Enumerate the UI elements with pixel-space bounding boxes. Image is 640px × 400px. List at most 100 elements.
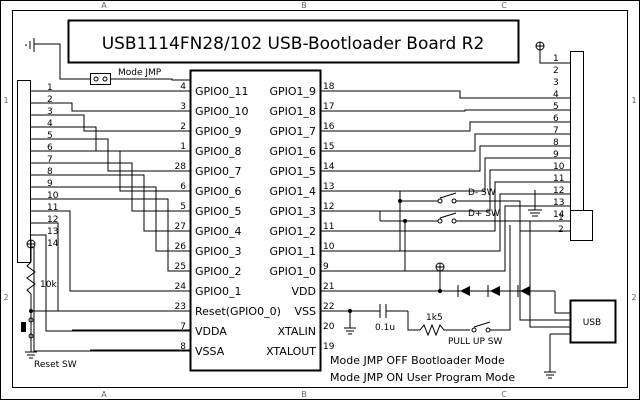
left-connector-pin-label: 14: [47, 239, 59, 249]
chip-pin-number: 13: [323, 182, 334, 192]
right-connector-pin-label: 10: [553, 162, 565, 172]
chip-pin-name: GPIO1_2: [269, 225, 316, 238]
mode-jumper: [90, 73, 111, 85]
note-line-1: Mode JMP OFF Bootloader Mode: [330, 354, 505, 367]
right-wire: [321, 157, 570, 192]
chip-pin-name: GPIO0_6: [195, 185, 242, 198]
left-wire: [30, 102, 190, 112]
chip-pin-labels: GPIO0_114GPIO0_103GPIO0_92GPIO0_81GPIO0_…: [175, 82, 335, 358]
right-wire: [321, 90, 570, 99]
chip-pin-name: GPIO0_8: [195, 145, 242, 158]
ground-icon: [344, 311, 356, 335]
pull-up-sw-label: PULL UP SW: [448, 337, 502, 347]
vdd-icon: [435, 262, 445, 272]
title: USB1114FN28/102 USB-Bootloader Board R2: [102, 34, 485, 54]
right-connector-pin-label: 4: [553, 90, 559, 100]
mcu-chip: [189, 69, 322, 372]
chip-pin-name: VDDA: [195, 325, 227, 338]
right-wire: [321, 121, 570, 132]
usb-label: USB: [583, 318, 601, 328]
chip-pin-number: 17: [323, 102, 334, 112]
chip-pin-name: GPIO1_1: [269, 245, 316, 258]
right-wire: [321, 145, 570, 172]
chip-pin-name: GPIO0_1: [195, 285, 242, 298]
wire-pull-up: [490, 225, 511, 331]
chip-pin-name: GPIO0_10: [195, 105, 249, 118]
left-connector: [17, 80, 31, 263]
chip-pin-number: 5: [180, 202, 186, 212]
vdd-icon: [535, 41, 545, 51]
chip-pin-name: VSS: [295, 305, 317, 318]
chip-pin-number: 27: [175, 222, 186, 232]
chip-pin-name: GPIO1_4: [269, 185, 316, 198]
chip-pin-number: 26: [175, 242, 187, 252]
right-wire: [321, 109, 570, 112]
d-plus-switch: [437, 212, 457, 224]
chip-pin-name: Reset(GPIO0_0): [195, 305, 281, 318]
wire-d-minus: [321, 190, 401, 201]
chip-pin-name: GPIO0_11: [195, 85, 249, 98]
wire-mode-jmp-gnd: [34, 43, 90, 80]
chip-pin-number: 21: [323, 282, 334, 292]
right-connector-pin-label: 8: [553, 138, 559, 148]
ground-icon: [528, 190, 542, 217]
left-connector-pin-label: 13: [47, 227, 58, 237]
grid-row-2-right: 2: [631, 293, 636, 302]
chip-pin-number: 6: [180, 182, 186, 192]
left-connector-pin-label: 3: [47, 107, 53, 117]
left-connector-pin-label: 6: [47, 143, 53, 153]
d-plus-sw-label: D+ SW: [468, 209, 500, 219]
chip-pin-number: 4: [180, 82, 186, 92]
chip-pin-name: XTALIN: [278, 325, 316, 338]
wire-usb-vbus: [554, 291, 570, 314]
wire-gpio1-1: [321, 201, 401, 252]
chip-pin-name: GPIO0_7: [195, 165, 242, 178]
chip-pin-number: 8: [180, 342, 186, 352]
right-connector-pin-label: 13: [553, 198, 564, 208]
right-wire: [321, 181, 570, 232]
left-connector-pin-label: 12: [47, 215, 58, 225]
grid-col-c: C: [501, 1, 507, 10]
chip-pin-number: 19: [323, 342, 335, 352]
left-connector-pin-label: 11: [47, 203, 58, 213]
left-connector-pin-label: 2: [47, 95, 53, 105]
small-connector: [570, 210, 593, 241]
chip-pin-name: GPIO1_8: [269, 105, 316, 118]
grid-col-a: A: [101, 1, 107, 10]
wire-cap-res: [407, 311, 420, 331]
wire-small-connector: [520, 220, 570, 232]
wire-usb-dp: [456, 220, 570, 328]
mode-jmp-label: Mode JMP: [118, 68, 162, 78]
chip-pin-name: GPIO0_9: [195, 125, 242, 138]
chip-pin-number: 9: [323, 262, 329, 272]
right-connector-pin-label: 11: [553, 174, 564, 184]
chip-pin-number: 20: [323, 322, 335, 332]
left-connector-pin-label: 9: [47, 179, 53, 189]
note-line-2: Mode JMP ON User Program Mode: [330, 371, 515, 384]
left-wire: [30, 186, 190, 252]
right-connector-pin-label: 14: [553, 210, 565, 220]
small-connector-pin-2: 2: [558, 225, 564, 235]
chip-pin-name: VDD: [292, 285, 316, 298]
wire-conn-vdd: [539, 50, 570, 64]
chip-pin-number: 1: [180, 142, 186, 152]
left-wires: [30, 90, 190, 352]
right-connector: [570, 51, 584, 234]
left-wire: [30, 234, 190, 332]
cap-label: 0.1u: [375, 323, 395, 333]
pull-up-switch: [471, 321, 491, 333]
chip-pin-number: 15: [323, 142, 334, 152]
chip-pin-number: 22: [323, 302, 334, 312]
diode-icon: [457, 285, 530, 297]
resistor-10k-label: 10k: [40, 280, 57, 290]
grid-col-b-bottom: B: [301, 390, 307, 399]
ground-icon: [544, 333, 570, 379]
title-box: [67, 19, 520, 64]
right-wire: [321, 205, 570, 272]
grid-row-2: 2: [3, 293, 8, 302]
chip-pin-name: GPIO1_9: [269, 85, 316, 98]
chip-pin-name: GPIO1_5: [269, 165, 316, 178]
